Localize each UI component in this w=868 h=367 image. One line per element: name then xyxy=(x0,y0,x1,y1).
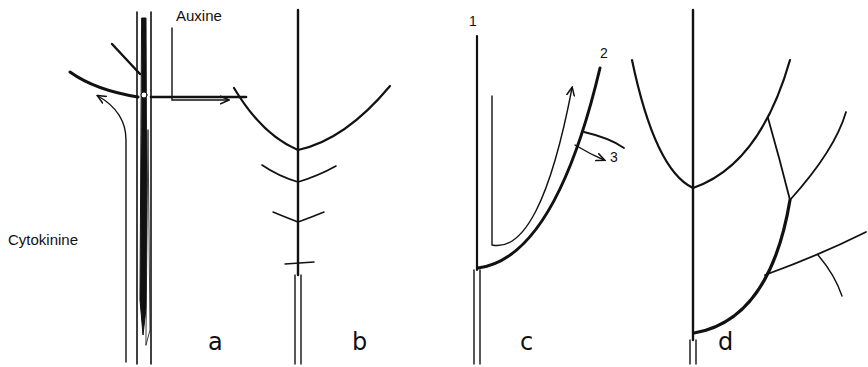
panel-b-stem xyxy=(234,10,390,364)
panel-a-stem xyxy=(70,12,246,364)
panel-letter: c xyxy=(520,330,533,354)
panel-d-stem xyxy=(632,10,866,364)
callout-number: 3 xyxy=(610,150,618,164)
callout-number: 1 xyxy=(469,14,477,28)
panel-letter: a xyxy=(208,330,223,354)
signal-label: Cytokinine xyxy=(8,232,78,247)
panel-letter: b xyxy=(352,330,367,354)
callout-number: 2 xyxy=(600,46,608,60)
panel-letter: d xyxy=(718,330,733,354)
signal-label: Auxine xyxy=(176,8,222,23)
panel-c-stem xyxy=(474,36,624,364)
